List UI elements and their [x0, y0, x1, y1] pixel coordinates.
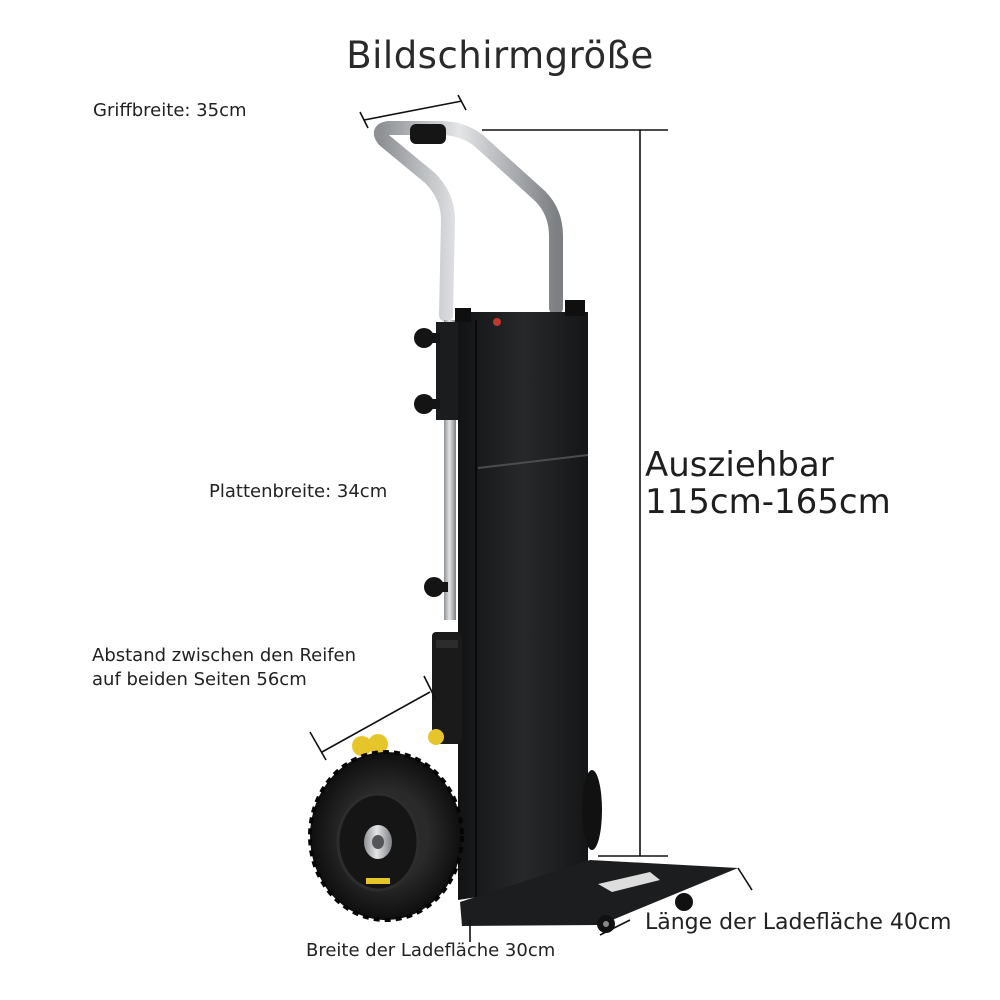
dimension-lines: [309, 94, 753, 942]
indicator-icon: [493, 318, 501, 326]
main-body: [455, 300, 589, 900]
plate-width-label: Plattenbreite: 34cm: [209, 481, 388, 502]
handle: [373, 121, 563, 322]
platform-length-label: Länge der Ladefläche 40cm: [645, 910, 952, 935]
handle-width-label: Griffbreite: 35cm: [93, 100, 247, 121]
tire: [308, 750, 464, 922]
tire-spacing-label: Abstand zwischen den Reifen auf beiden S…: [92, 644, 356, 692]
handle-grip: [410, 124, 446, 144]
extendable-line-2: 115cm-165cm: [645, 482, 891, 522]
climbing-wheels: [352, 729, 444, 756]
motor: [432, 632, 462, 744]
platform-width-label: Breite der Ladefläche 30cm: [306, 940, 556, 961]
page-title: Bildschirmgröße: [346, 34, 654, 77]
rear-tire: [582, 770, 602, 850]
extendable-line-1: Ausziehbar: [645, 445, 834, 485]
extendable-height-label: Ausziehbar 115cm-165cm: [645, 447, 891, 521]
knob-icon: [414, 328, 448, 597]
platform: [460, 860, 738, 933]
tire-spacing-line-2: auf beiden Seiten 56cm: [92, 669, 307, 690]
side-bracket: [436, 322, 458, 420]
tire-spacing-line-1: Abstand zwischen den Reifen: [92, 645, 357, 666]
